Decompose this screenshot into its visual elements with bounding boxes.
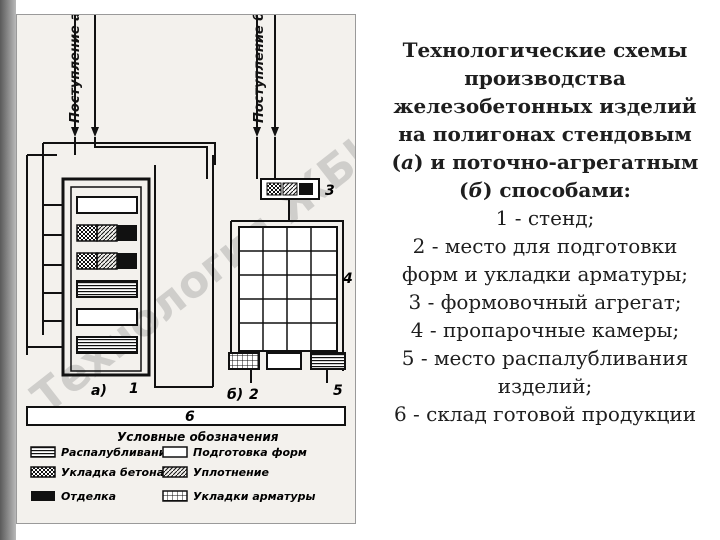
svg-text:Укладки арматуры: Укладки арматуры [193,490,315,503]
svg-text:Условные обозначения: Условные обозначения [117,430,279,444]
forming-unit-3 [260,178,320,200]
legend-item-1: 1 - стенд; [495,206,595,230]
label-num1: 1 [129,381,139,397]
label-a: а) [91,383,107,399]
svg-text:Подготовка форм: Подготовка форм [193,446,307,459]
legend-item-2: 2 - место для подготовки форм и укладки … [402,234,688,286]
svg-text:Распалубливание: Распалубливание [61,446,174,459]
stand-a [61,177,151,377]
arrival-concrete-label: Поступление бетонной смеси [252,15,267,123]
label-num4: 4 [342,271,353,287]
label-num5: 5 [333,383,343,399]
arrival-arrows [74,15,276,127]
slide-text: Технологические схемы производства желез… [390,36,700,428]
prep-place-2 [228,352,302,370]
steam-chambers-4 [238,226,338,352]
label-b: б) [227,387,243,403]
flow-lines-a [26,137,216,388]
label-num3: 3 [325,183,335,199]
legend-item-4: 4 - пропарочные камеры; [410,318,680,342]
legend-item-6: 6 - склад готовой продукции [393,402,697,426]
slide-title: Технологические схемы производства желез… [391,38,699,202]
legend-item-3: 3 - формовочный агрегат; [408,290,682,314]
stripping-place-5 [310,352,346,370]
legend: Условные обозначения Распалубливание Под… [30,430,315,503]
svg-text:6: 6 [185,409,195,425]
slide-left-band [0,0,16,540]
svg-text:Уплотнение: Уплотнение [193,466,269,479]
svg-text:Укладка бетона: Укладка бетона [61,466,164,479]
process-diagram: Технология ЖБИ Поступление арматуры Пост… [16,14,356,524]
label-num2: 2 [249,387,259,403]
legend-item-5: 5 - место распалубливания изделий; [401,346,689,398]
svg-text:Отделка: Отделка [61,490,116,503]
warehouse-6: 6 [26,406,346,426]
